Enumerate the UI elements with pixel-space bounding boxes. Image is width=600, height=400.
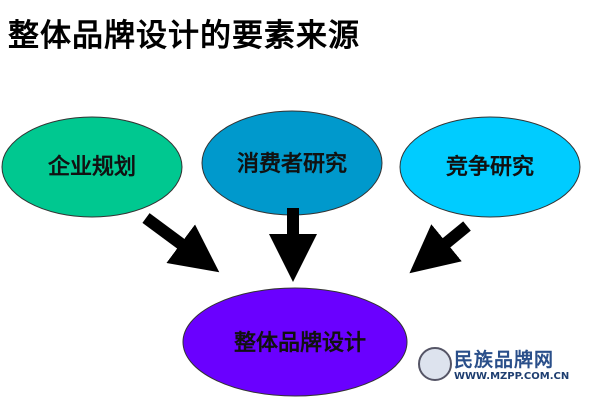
watermark-name: 民族品牌网	[454, 349, 555, 371]
node-label: 竞争研究	[446, 154, 534, 180]
watermark-logo: 民族品牌网 WWW.MZPP.COM.CN	[418, 343, 600, 393]
watermark-url: WWW.MZPP.COM.CN	[454, 371, 570, 382]
source-node-enterprise-planning: 企业规划	[1, 116, 183, 218]
arrow-left	[142, 213, 220, 273]
node-label: 消费者研究	[237, 151, 347, 177]
target-node-brand-design: 整体品牌设计	[182, 287, 408, 397]
seal-icon	[418, 347, 452, 381]
source-node-competition-research: 竞争研究	[399, 116, 581, 218]
slide-title: 整体品牌设计的要素来源	[8, 18, 360, 54]
arrow-right	[409, 221, 471, 274]
node-label: 企业规划	[47, 154, 136, 180]
source-node-consumer-research: 消费者研究	[201, 110, 383, 216]
node-label: 整体品牌设计	[234, 330, 366, 356]
